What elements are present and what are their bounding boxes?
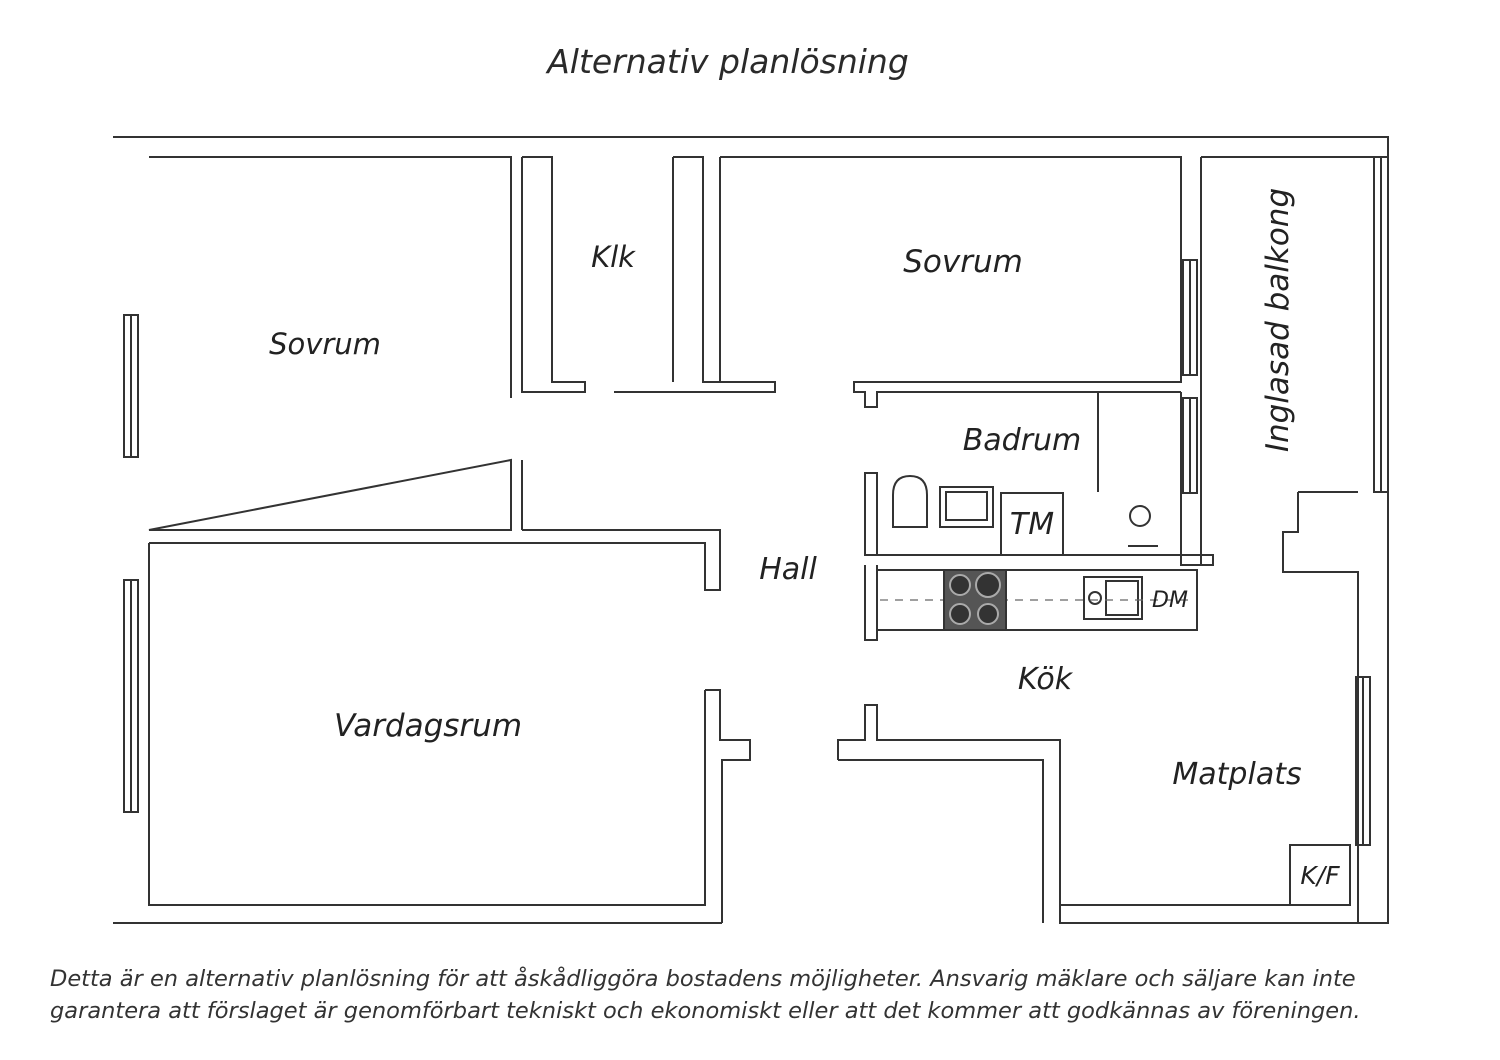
label-sovrum-left: Sovrum	[269, 327, 381, 361]
label-vardagsrum: Vardagsrum	[334, 708, 522, 744]
closet-right-walls	[614, 156, 776, 393]
label-hall: Hall	[759, 552, 817, 587]
label-kf: K/F	[1300, 861, 1340, 890]
label-dm: DM	[1152, 588, 1188, 613]
disclaimer-line-1: Detta är en alternativ planlösning för a…	[50, 966, 1356, 992]
balcony-walls	[1180, 156, 1388, 923]
label-klk: Klk	[591, 240, 636, 274]
disclaimer-line-2: garantera att förslaget är genomförbart …	[50, 998, 1361, 1024]
kitchen-lower-walls	[837, 704, 1290, 923]
label-balkong: Inglasad balkong	[1260, 188, 1296, 452]
disclaimer: Detta är en alternativ planlösning för a…	[50, 963, 1450, 1027]
closet-walls	[149, 156, 721, 591]
label-kok: Kök	[1018, 662, 1074, 697]
living-room-walls	[148, 543, 751, 923]
label-sovrum-right: Sovrum	[903, 244, 1023, 280]
bath-sink	[939, 486, 994, 528]
stove	[943, 569, 1007, 631]
label-badrum: Badrum	[963, 423, 1082, 458]
washing-machine	[1000, 492, 1064, 556]
kitchen-sink	[1083, 576, 1143, 620]
shower-head	[1129, 505, 1151, 527]
fridge-freezer	[1289, 844, 1351, 906]
toilet	[892, 474, 928, 528]
bedroom-right-walls	[720, 156, 1182, 408]
label-tm: TM	[1010, 507, 1054, 542]
label-matplats: Matplats	[1172, 757, 1301, 792]
outer-wall	[113, 136, 1389, 924]
plan-title: Alternativ planlösning	[547, 42, 909, 81]
bedroom-left-walls	[148, 156, 512, 531]
